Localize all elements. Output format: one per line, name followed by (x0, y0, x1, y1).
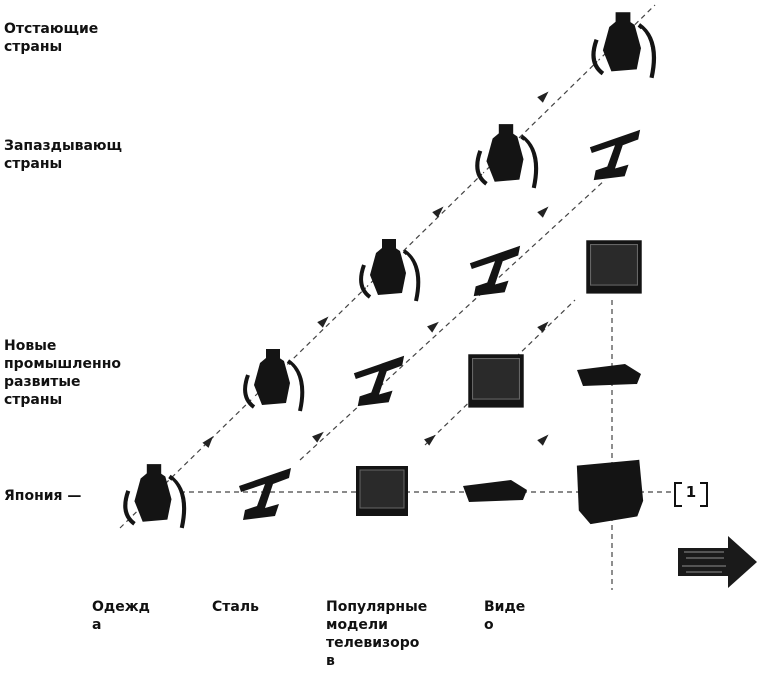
steel-beam-icon (353, 355, 405, 407)
row-label-lagging: Отстающие страны (4, 21, 99, 55)
flow-arrowhead (317, 316, 329, 328)
tv-icon (585, 239, 643, 295)
tv-icon (355, 465, 409, 517)
clothing-icon (477, 124, 536, 188)
flow-arrowhead (537, 91, 549, 103)
flow-arrowhead (537, 434, 549, 446)
computer-icon (576, 459, 644, 525)
callout-tag: 1 (674, 480, 708, 507)
diagonal-guide-line-3 (424, 299, 576, 446)
flow-arrowhead (312, 431, 324, 443)
flow-arrowhead (202, 436, 214, 448)
flow-arrowhead (432, 206, 444, 218)
tv-icon (467, 353, 525, 409)
flow-arrowhead (537, 206, 549, 218)
flow-arrowhead (427, 321, 439, 333)
video-icon (577, 364, 641, 386)
diagonal-guide-line-1 (119, 4, 656, 529)
steel-beam-icon (589, 129, 641, 181)
row-label-nic: Новые промышленно развитые страны (4, 338, 121, 408)
clothing-icon (243, 347, 305, 413)
clothing-icon (593, 12, 653, 78)
column-label-clothing: Одежд а (92, 599, 150, 633)
clothing-icon (359, 237, 421, 303)
row-label-late: Запаздывающие страны (4, 138, 122, 172)
steel-beam-icon (239, 468, 291, 520)
column-label-video: Виде о (484, 599, 526, 633)
diagonal-guide-line-2 (299, 179, 606, 461)
column-label-tv: Популярные модели телевизоро в (326, 599, 428, 669)
forward-arrow-icon (678, 536, 757, 588)
flow-arrowhead (424, 434, 436, 446)
row-label-japan: Япония — (4, 488, 82, 504)
steel-beam-icon (469, 245, 521, 297)
clothing-icon (125, 464, 184, 528)
column-label-steel: Сталь (212, 599, 259, 615)
video-icon (463, 480, 527, 502)
